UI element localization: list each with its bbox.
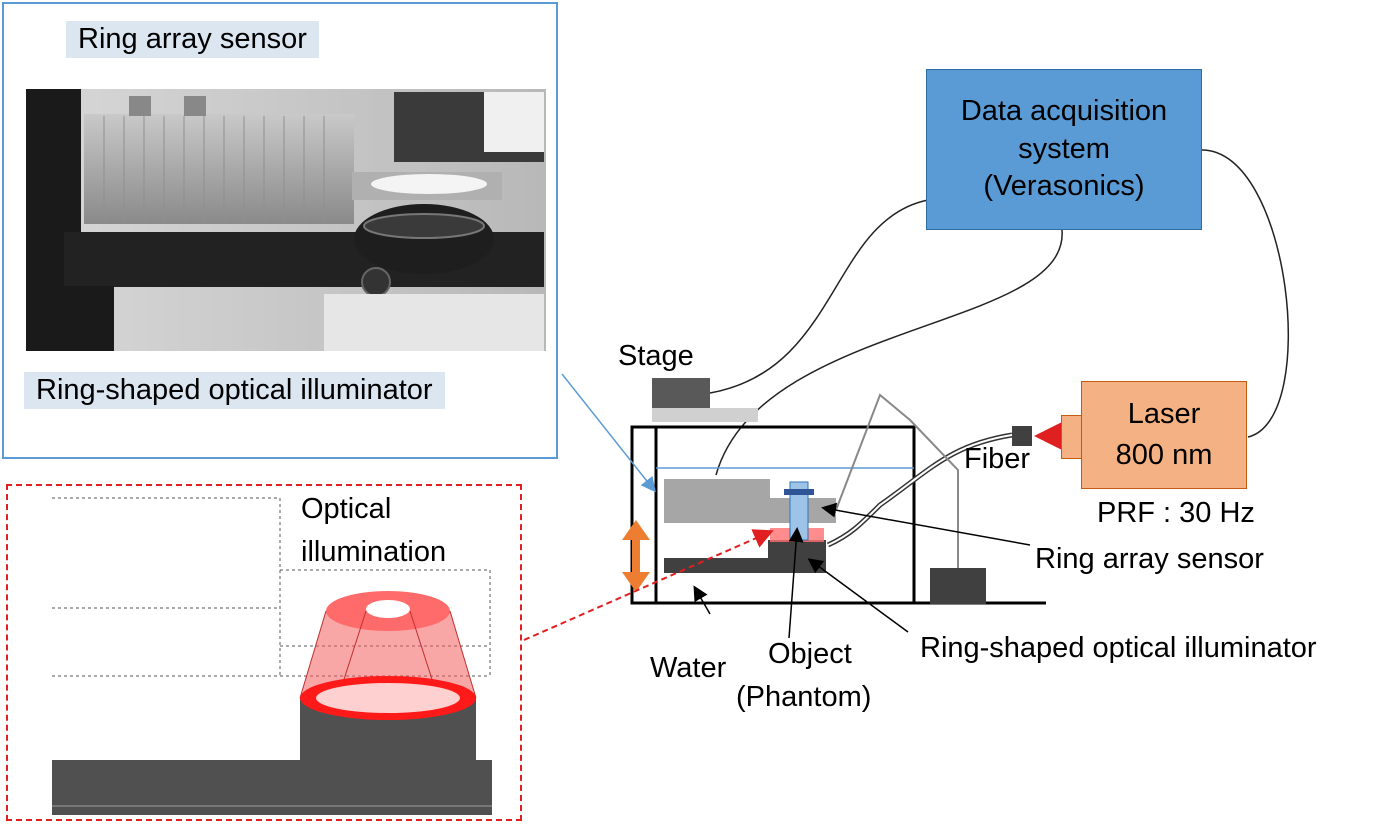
label-object: Object <box>768 638 852 670</box>
detail-connector <box>523 529 774 641</box>
laser-line1: Laser <box>1127 398 1201 431</box>
photo-panel <box>2 2 558 459</box>
daq-box: Data acquisition system (Verasonics) <box>926 69 1202 230</box>
stage-motion-arrow <box>622 520 650 592</box>
holder-base <box>664 558 772 573</box>
label-illumination: illumination <box>301 536 447 568</box>
fiber-mount <box>930 568 986 604</box>
laser-output-port <box>1061 415 1082 459</box>
label-ring-illuminator-photo: Ring-shaped optical illuminator <box>24 372 445 409</box>
daq-line1: Data acquisition <box>960 94 1168 127</box>
ring-array-sensor-schematic <box>664 479 770 523</box>
pointer-water <box>693 585 711 615</box>
label-prf: PRF : 30 Hz <box>1097 497 1255 529</box>
laser-box: Laser 800 nm <box>1081 381 1247 489</box>
water-tank <box>630 425 916 605</box>
label-ring-illuminator: Ring-shaped optical illuminator <box>920 632 1317 664</box>
label-ring-array-sensor: Ring array sensor <box>1035 543 1264 575</box>
label-optical: Optical <box>301 493 392 525</box>
fiber-coupler <box>1012 426 1032 446</box>
label-water: Water <box>650 652 727 684</box>
daq-line2: system <box>1018 132 1110 165</box>
pointer-ring-illuminator <box>807 558 909 633</box>
label-ring-array-sensor-photo: Ring array sensor <box>66 21 319 58</box>
label-stage: Stage <box>618 340 694 372</box>
illuminator-detail-drawing <box>52 497 492 815</box>
stage-block <box>652 378 710 410</box>
label-phantom: (Phantom) <box>736 681 872 713</box>
illuminator-schematic <box>768 540 826 573</box>
laser-line2: 800 nm <box>1115 439 1213 471</box>
daq-line3: (Verasonics) <box>983 170 1145 203</box>
photo-connector <box>561 373 656 493</box>
pointer-object <box>788 527 804 639</box>
stage-plate <box>652 408 758 422</box>
label-fiber: Fiber <box>964 443 1031 475</box>
detail-panel <box>6 484 522 821</box>
device-photo <box>26 89 546 351</box>
pointer-ring-array-sensor <box>821 502 1031 546</box>
